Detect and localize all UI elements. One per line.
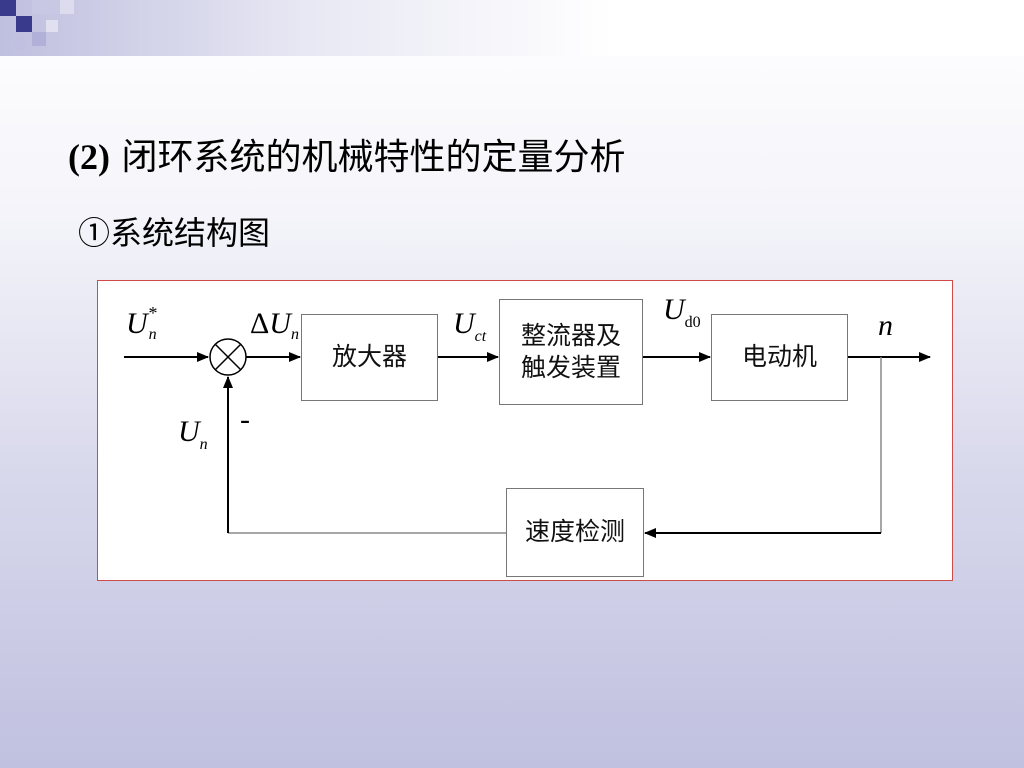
signal-d0: Ud0 [663,293,701,331]
motor-block: 电动机 [711,314,848,401]
signal-error: ΔUn [250,307,299,343]
decor-square [60,0,74,14]
motor-label: 电动机 [741,342,817,372]
rectifier-label-line2: 触发装置 [520,353,621,382]
signal-control: Uct [453,307,487,345]
title-text: 闭环系统的机械特性的定量分析 [121,137,626,178]
title-number: (2) [68,137,110,177]
decor-square [32,0,46,14]
decor-square [16,16,32,32]
signal-feedback: Un [178,415,208,453]
signal-output-speed: n [878,309,893,342]
decor-square [14,38,26,50]
rectifier-trigger-block: 整流器及 触发装置 [499,299,643,405]
page-title: (2) 闭环系统的机械特性的定量分析 [68,128,625,180]
header-band [0,0,1024,56]
decor-square [46,0,60,14]
amplifier-label: 放大器 [331,342,407,372]
section-subtitle: ①系统结构图 [78,214,271,252]
amplifier-block: 放大器 [301,314,438,401]
decor-square [46,20,58,32]
signal-reference: U*n [126,303,157,343]
block-diagram: 放大器 整流器及 触发装置 电动机 速度检测 U*n ΔUn Uct Ud0 n… [97,280,953,581]
rectifier-label-line1: 整流器及 [520,320,621,350]
decor-square [32,32,46,46]
speed-sensor-block: 速度检测 [506,488,644,577]
decor-square [0,0,16,16]
diagram-wires [124,338,931,538]
speed-sensor-label: 速度检测 [524,517,625,547]
summing-junction [209,338,247,376]
minus-sign: - [240,403,250,436]
